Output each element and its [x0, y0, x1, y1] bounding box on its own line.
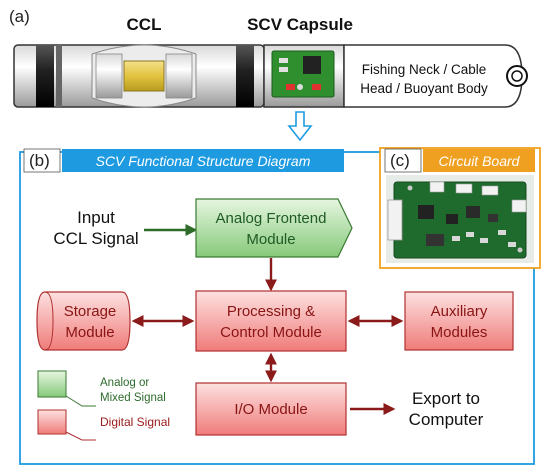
scv-comp-2: [279, 67, 288, 72]
panel-c: (c) Circuit Board: [379, 147, 541, 269]
legend-green-swatch: [37, 370, 67, 398]
panel-c-letter-box: [384, 148, 422, 173]
panel-a: (a) CCL SCV Capsule: [9, 7, 528, 142]
panel-b-title-tab: [62, 149, 344, 172]
auxiliary-line1: Auxiliary: [431, 303, 488, 320]
processing-line1: Processing &: [227, 303, 315, 320]
board-hole-2: [517, 247, 523, 253]
board-header-1: [429, 181, 445, 193]
ccl-label: CCL: [127, 15, 162, 34]
panel-c-title-tab: [423, 149, 535, 172]
legend-green-line1: Analog or: [100, 377, 149, 389]
analog-frontend-line1: Analog Frontend: [216, 210, 327, 227]
storage-box: [36, 291, 131, 351]
legend-red-swatch: [37, 409, 67, 435]
board-comp-3: [480, 238, 488, 243]
board-chip-5: [426, 234, 444, 246]
board-chip-3: [466, 206, 480, 218]
storage-cylinder-edge: [44, 291, 54, 351]
head-label-line1: Fishing Neck / Cable: [362, 62, 487, 77]
storage-line1: Storage: [64, 303, 117, 320]
zoom-arrow-icon: [287, 111, 313, 142]
board-comp-1: [452, 236, 460, 241]
io-box: [195, 382, 347, 436]
ccl-coil: [123, 60, 165, 92]
analog-frontend-box: [195, 198, 353, 258]
analog-frontend-line2: Module: [246, 231, 295, 248]
export-line1: Export to: [412, 389, 480, 408]
fishing-neck-hole: [511, 70, 523, 82]
scv-capsule-label: SCV Capsule: [247, 15, 353, 34]
panel-b-title: SCV Functional Structure Diagram: [96, 153, 311, 169]
panel-a-letter: (a): [9, 7, 30, 26]
board-header-2: [455, 183, 473, 194]
legend-red-label: Digital Signal: [100, 415, 170, 429]
io-label: I/O Module: [234, 401, 307, 418]
board-comp-5: [508, 242, 516, 247]
ccl-magnet-right: [165, 53, 193, 99]
panel-b: (b) SCV Functional Structure Diagram Inp…: [19, 148, 535, 465]
board-chip-1: [418, 205, 434, 219]
dark-ring-1: [36, 45, 54, 107]
head-label-line2: Head / Buoyant Body: [360, 81, 488, 96]
scv-comp-3: [286, 84, 295, 90]
panel-b-letter-box: [23, 148, 61, 173]
panel-c-title: Circuit Board: [439, 153, 521, 169]
board-connector-left: [387, 199, 403, 241]
panel-c-letter: (c): [390, 151, 410, 170]
scv-comp-5: [297, 84, 303, 90]
auxiliary-box: [404, 291, 514, 351]
storage-line2: Module: [65, 324, 114, 341]
board-pcb: [393, 181, 527, 259]
dark-ring-3: [236, 45, 254, 107]
board-chip-4: [488, 214, 498, 222]
board-comp-4: [498, 230, 506, 235]
downhole-tool: Fishing Neck / Cable Head / Buoyant Body: [13, 44, 528, 108]
processing-box: [195, 290, 347, 352]
board-hole-1: [407, 185, 413, 191]
auxiliary-line2: Modules: [431, 324, 488, 341]
legend-red-leader: [65, 431, 96, 441]
dark-ring-2: [56, 45, 62, 107]
input-label-line1: Input: [77, 208, 115, 227]
legend-green-line2: Mixed Signal: [100, 392, 166, 404]
board-comp-2: [466, 232, 474, 237]
board-header-3: [481, 185, 499, 196]
processing-line2: Control Module: [220, 324, 322, 341]
ccl-magnet-left: [95, 53, 123, 99]
scv-comp-1: [279, 58, 288, 63]
board-chip-2: [446, 214, 458, 224]
scv-chip: [303, 56, 321, 74]
scv-comp-4: [312, 84, 321, 90]
panel-b-letter: (b): [29, 151, 50, 170]
circuit-board-photo: [386, 175, 534, 263]
legend-green-leader: [65, 395, 96, 407]
export-line2: Computer: [409, 410, 484, 429]
board-header-4: [511, 199, 527, 213]
input-label-line2: CCL Signal: [53, 229, 138, 248]
